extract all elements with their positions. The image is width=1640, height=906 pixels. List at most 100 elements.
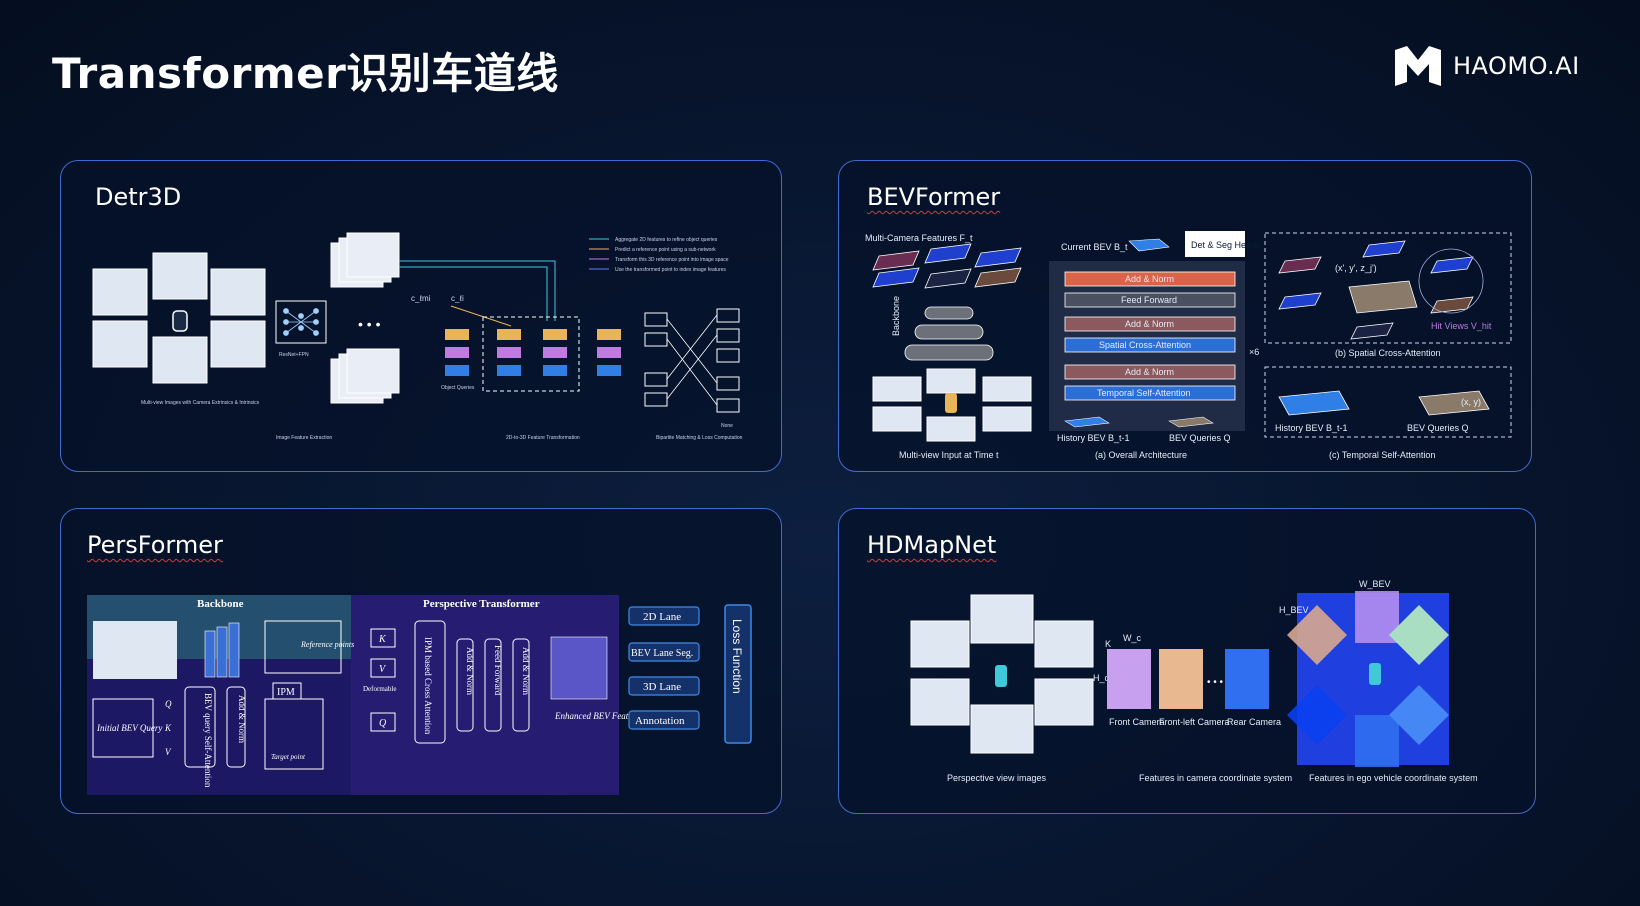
label-transform: 2D-to-3D Feature Transformation xyxy=(506,435,580,441)
feature-maps xyxy=(330,232,400,404)
ego-diamonds xyxy=(1287,591,1449,767)
bevformer-diagram: Multi-Camera Features F_t Backbone Multi… xyxy=(865,231,1512,460)
label-k1: K xyxy=(164,723,172,733)
label-hit: Hit Views V_hit xyxy=(1431,321,1492,331)
target-box xyxy=(264,698,324,770)
dots-cam: • • • xyxy=(1207,677,1224,688)
haomo-logo: HAOMO.AI xyxy=(1395,46,1580,86)
label-rear: Rear Camera xyxy=(1227,717,1281,727)
label-temporal: (c) Temporal Self-Attention xyxy=(1329,450,1435,460)
label-backbone: Backbone xyxy=(197,598,244,610)
label-init: Initial BEV Query xyxy=(96,723,162,733)
ipmca-box xyxy=(414,620,446,744)
car-icon xyxy=(172,310,188,332)
rear-feat xyxy=(1225,649,1269,709)
label-times: ×6 xyxy=(1249,347,1259,357)
label-wc: W_c xyxy=(1123,633,1142,643)
q-box xyxy=(370,712,396,732)
label-history-2: History BEV B_t-1 xyxy=(1275,423,1348,433)
bev-input-images xyxy=(872,368,1032,442)
frontleft-feat xyxy=(1159,649,1203,709)
label-none: None xyxy=(721,423,733,429)
label-wbev: W_BEV xyxy=(1359,579,1391,589)
label-v1: V xyxy=(165,747,172,757)
panel-title-detr3d: Detr3D xyxy=(95,183,182,211)
dots-feature: • • • xyxy=(358,316,381,332)
label-addnorm-1: Add & Norm xyxy=(237,695,247,743)
output-3d-lane: 3D Lane xyxy=(643,681,681,693)
label-frontleft: Front-left Camera xyxy=(1159,717,1230,727)
pv-images xyxy=(910,594,1094,754)
temporal-box xyxy=(1264,366,1512,438)
addnorm-box-3 xyxy=(512,638,530,732)
label-deform: Deformable xyxy=(363,685,396,693)
label-mcf: Multi-Camera Features F_t xyxy=(865,233,973,243)
attention-lines xyxy=(399,260,556,327)
label-ref: Reference points xyxy=(300,640,354,649)
spatial-planes xyxy=(1278,240,1474,340)
label-k: K xyxy=(1105,639,1111,649)
k-box xyxy=(370,628,396,648)
label-queries-2: BEV Queries Q xyxy=(1407,423,1469,433)
block-add-norm-1: Add & Norm xyxy=(1125,274,1174,284)
temporal-query-cube xyxy=(1418,390,1490,416)
spatial-cube xyxy=(1348,280,1418,314)
legend-1: Aggregate 2D features to refine object q… xyxy=(615,237,718,243)
bev-sa-box xyxy=(184,686,216,768)
logo-text: HAOMO.AI xyxy=(1453,52,1580,80)
label-current: Current BEV B_t xyxy=(1061,242,1128,252)
label-enh: Enhanced BEV Features xyxy=(554,711,644,721)
backbone-layers xyxy=(204,622,240,678)
hd-car-icon xyxy=(995,665,1007,687)
label-backbone: Backbone xyxy=(891,296,901,336)
label-pv: Perspective view images xyxy=(947,773,1047,783)
label-ff: Feed Forward xyxy=(493,645,503,696)
label-bevsa: BEV query Self-Attention xyxy=(203,693,213,788)
block-add-norm-2: Add & Norm xyxy=(1125,319,1174,329)
current-bev-cube xyxy=(1128,238,1170,252)
loss-box xyxy=(724,604,752,744)
transform-box xyxy=(482,316,580,392)
hdmapnet-diagram: Perspective view images K W_c H_c • • • … xyxy=(910,579,1478,783)
slide-title: Transformer识别车道线 xyxy=(52,49,559,98)
front-feat xyxy=(1107,649,1151,709)
persformer-bg-lower xyxy=(87,659,351,795)
label-matching: Bipartite Matching & Loss Computation xyxy=(656,435,743,441)
label-q2: Q xyxy=(379,718,387,729)
label-addnorm-3: Add & Norm xyxy=(521,647,531,695)
ego-car-icon xyxy=(1369,663,1381,685)
bev-blocks xyxy=(1064,271,1236,401)
detr3d-diagram: Multi-view Images with Camera Extrinsics… xyxy=(92,232,743,441)
v-box xyxy=(370,658,396,678)
label-history: History BEV B_t-1 xyxy=(1057,433,1130,443)
heads-box xyxy=(1185,231,1245,257)
output-boxes xyxy=(628,606,700,730)
ref-points-box xyxy=(264,620,342,674)
label-multiview: Multi-view Images with Camera Extrinsics… xyxy=(141,400,260,406)
label-hbev: H_BEV xyxy=(1279,605,1309,615)
legend-3: Transform this 3D reference point into i… xyxy=(615,257,729,263)
block-temporal-sa: Temporal Self-Attention xyxy=(1097,388,1191,398)
resnet-icon xyxy=(283,308,319,336)
label-heads: Det & Seg Heads xyxy=(1191,240,1261,250)
label-input: Multi-view Input at Time t xyxy=(899,450,999,460)
detr3d-legend xyxy=(589,238,609,270)
label-overall: (a) Overall Architecture xyxy=(1095,450,1187,460)
label-egofeat: Features in ego vehicle coordinate syste… xyxy=(1309,773,1478,783)
label-camfeat: Features in camera coordinate system xyxy=(1139,773,1292,783)
label-ipm: IPM xyxy=(277,687,295,698)
block-feed-forward: Feed Forward xyxy=(1121,295,1177,305)
addnorm-box-2 xyxy=(456,638,474,732)
label-queries: Object Queries xyxy=(441,385,475,391)
output-bev-lane: BEV Lane Seg. xyxy=(631,648,693,659)
init-query-box xyxy=(92,698,154,758)
label-resnet: ResNet+FPN xyxy=(279,352,309,358)
label-hc: H_c xyxy=(1093,673,1110,683)
panel-detr3d: Detr3D Multi-view Images with Camera Ext… xyxy=(60,160,782,472)
block-spatial-ca: Spatial Cross-Attention xyxy=(1099,340,1191,350)
label-addnorm-2: Add & Norm xyxy=(465,647,475,695)
label-queries: BEV Queries Q xyxy=(1169,433,1231,443)
temporal-history-cube xyxy=(1278,390,1350,416)
pers-input-image xyxy=(93,621,177,679)
panel-bevformer: BEVFormer Multi-Camera Features F_t Back… xyxy=(838,160,1532,472)
